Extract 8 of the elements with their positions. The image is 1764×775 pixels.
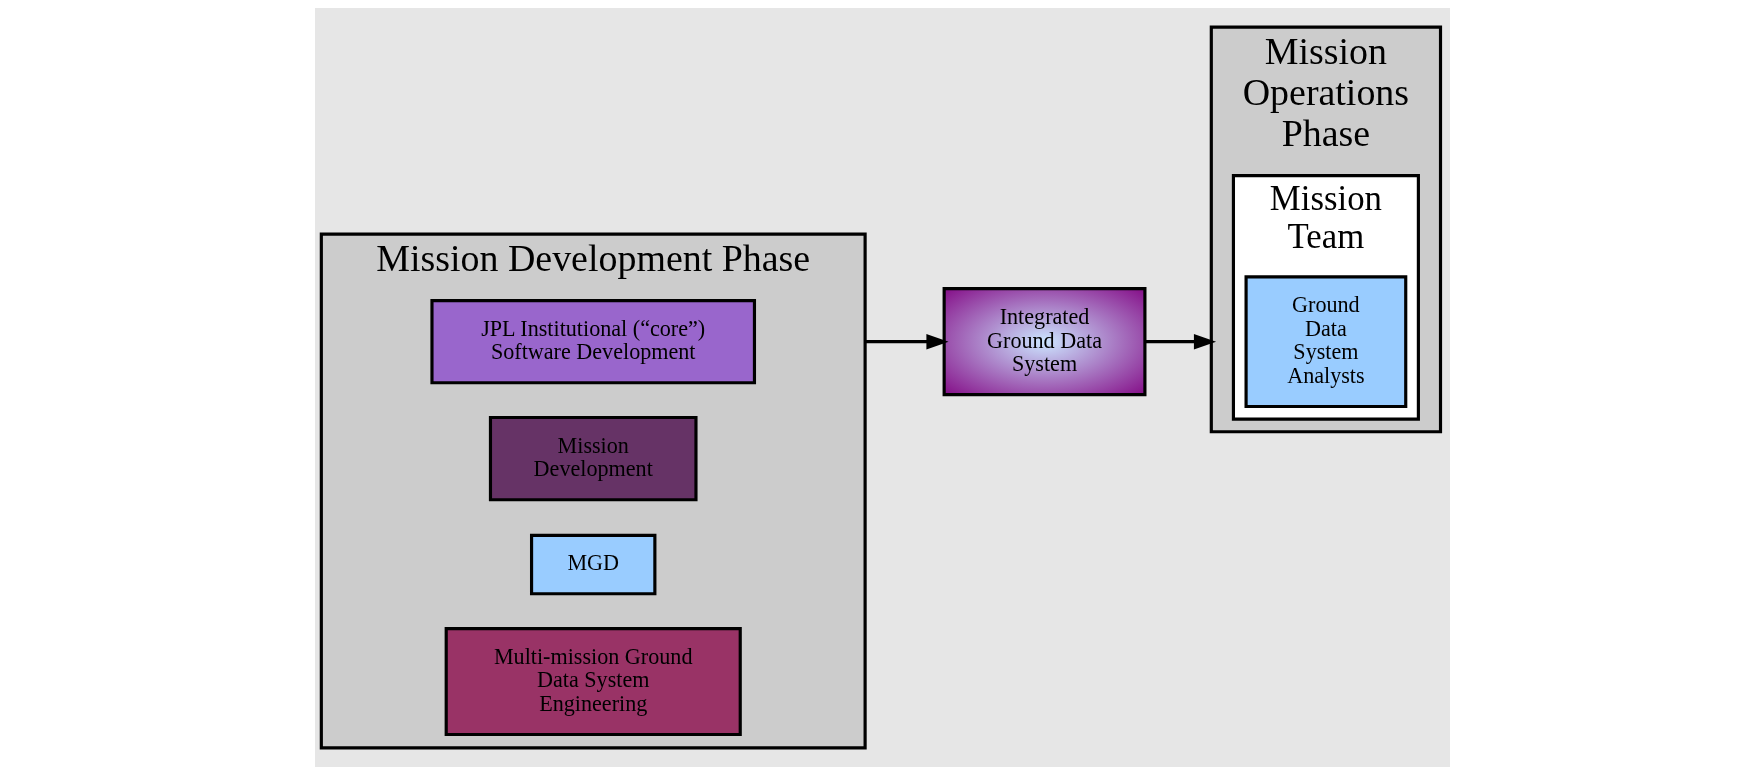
arrow [864,333,949,350]
node-box: Ground Data System Analysts [1244,275,1407,409]
node-box: Mission Development [488,415,698,502]
node-box: JPL Institutional (“core”) Software Development [429,299,756,385]
arrow [1144,333,1216,350]
node-box: Integrated Ground Data System [942,287,1146,397]
node-box: Multi-mission Ground Data System Engineering [444,627,742,737]
node-box: MGD [529,533,656,596]
